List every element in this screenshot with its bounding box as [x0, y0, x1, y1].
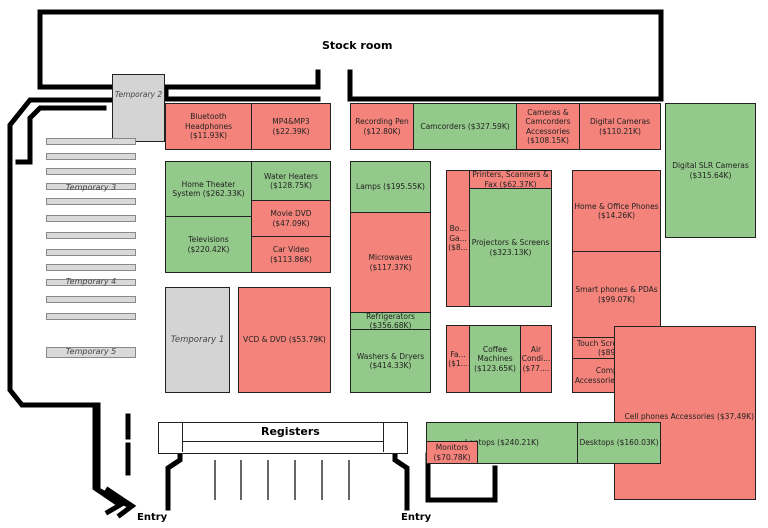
- section-water-heaters[interactable]: Water Heaters ($128.75K): [251, 161, 331, 201]
- section-fa[interactable]: Fa... ($1...: [446, 325, 470, 393]
- rack-5: [46, 198, 136, 205]
- section-digital-cameras[interactable]: Digital Cameras ($110.21K): [579, 103, 661, 150]
- section-smart-phones-pdas-label: Smart phones & PDAs ($99.07K): [575, 285, 658, 304]
- entry-left-edge: [104, 486, 137, 519]
- section-recording-pen-label: Recording Pen ($12.80K): [355, 117, 409, 136]
- registers-counter: [158, 422, 408, 454]
- entry-right-wall: [425, 452, 498, 503]
- section-projectors-screens-label: Projectors & Screens ($323.13K): [471, 238, 550, 257]
- section-home-office-phones-label: Home & Office Phones ($14.26K): [574, 201, 659, 220]
- registers-wall-right: [392, 452, 410, 511]
- section-printers-scanners-fax[interactable]: Printers, Scanners & Fax ($62.37K): [469, 170, 552, 189]
- section-air-conditioners-label: Air Condi... ($77....: [521, 344, 551, 373]
- registers-end-right: [383, 423, 407, 452]
- section-refrigerators-label: Refrigerators ($356.68K): [366, 312, 415, 330]
- outer-wall-left-inner: [15, 105, 107, 165]
- section-water-heaters-label: Water Heaters ($128.75K): [264, 171, 318, 190]
- section-bluetooth-headphones-label: Bluetooth Headphones ($11.93K): [185, 112, 232, 141]
- section-movie-dvd[interactable]: Movie DVD ($47.09K): [251, 200, 331, 237]
- temporary-1-label: Temporary 1: [170, 334, 225, 345]
- section-microwaves-label: Microwaves ($117.37K): [368, 253, 413, 272]
- temporary-2[interactable]: Temporary 2: [112, 74, 165, 142]
- section-bo-ga-label: Bo... Ga... ($8...: [448, 224, 468, 253]
- section-vcd-dvd-label: VCD & DVD ($53.79K): [243, 335, 326, 345]
- section-printers-scanners-fax-label: Printers, Scanners & Fax ($62.37K): [472, 170, 549, 189]
- section-televisions-label: Televisions ($220.42K): [187, 235, 230, 254]
- section-lamps-label: Lamps ($195.55K): [356, 182, 425, 192]
- registers-label: Registers: [261, 425, 320, 438]
- section-mp4-mp3-label: MP4&MP3 ($22.39K): [272, 117, 310, 136]
- registers-wall-left: [165, 452, 183, 511]
- section-home-office-phones[interactable]: Home & Office Phones ($14.26K): [572, 170, 661, 252]
- rack-3: [46, 168, 136, 175]
- section-monitors-label: Monitors ($70.78K): [433, 443, 471, 462]
- section-televisions[interactable]: Televisions ($220.42K): [165, 216, 252, 273]
- stock-room-label: Stock room: [322, 39, 393, 52]
- section-cell-phones-accessories[interactable]: Cell phones Accessories ($37.49K): [614, 326, 756, 500]
- rack-4: [46, 183, 136, 190]
- section-home-theater-system-label: Home Theater System ($262.33K): [172, 179, 245, 198]
- section-car-video-label: Car Video ($113.86K): [270, 245, 312, 264]
- section-lamps[interactable]: Lamps ($195.55K): [350, 161, 431, 213]
- section-vcd-dvd[interactable]: VCD & DVD ($53.79K): [238, 287, 331, 393]
- section-digital-slr-cameras-label: Digital SLR Cameras ($315.64K): [672, 161, 749, 180]
- section-refrigerators[interactable]: Refrigerators ($356.68K): [350, 312, 431, 330]
- section-smart-phones-pdas[interactable]: Smart phones & PDAs ($99.07K): [572, 251, 661, 338]
- section-mp4-mp3[interactable]: MP4&MP3 ($22.39K): [251, 103, 331, 150]
- section-camcorders-accessories-label: Cameras & Camcorders Accessories ($108.1…: [525, 107, 571, 145]
- temporary-3: Temporary 3: [65, 183, 117, 192]
- rack-8: [46, 249, 136, 256]
- section-projectors-screens[interactable]: Projectors & Screens ($323.13K): [469, 188, 552, 307]
- entry-right-label: Entry: [401, 512, 432, 523]
- section-microwaves[interactable]: Microwaves ($117.37K): [350, 212, 431, 313]
- rack-9: [46, 264, 136, 271]
- section-camcorders[interactable]: Camcorders ($327.59K): [413, 103, 517, 150]
- temporary-1[interactable]: Temporary 1: [165, 287, 230, 393]
- entry-left-label: Entry: [137, 512, 168, 523]
- section-cell-phones-accessories-label: Cell phones Accessories ($37.49K): [624, 412, 754, 421]
- section-coffee-machines[interactable]: Coffee Machines ($123.65K): [469, 325, 521, 393]
- registers-bar: [183, 441, 383, 453]
- rack-1: [46, 138, 136, 145]
- section-desktops-label: Desktops ($160.03K): [579, 438, 659, 448]
- section-car-video[interactable]: Car Video ($113.86K): [251, 236, 331, 273]
- section-camcorders-accessories[interactable]: Cameras & Camcorders Accessories ($108.1…: [516, 103, 580, 150]
- rack-2: [46, 153, 136, 160]
- section-camcorders-label: Camcorders ($327.59K): [420, 121, 510, 131]
- section-digital-cameras-label: Digital Cameras ($110.21K): [589, 117, 651, 136]
- section-movie-dvd-label: Movie DVD ($47.09K): [270, 209, 312, 228]
- section-bluetooth-headphones[interactable]: Bluetooth Headphones ($11.93K): [165, 103, 252, 150]
- rack-12: [46, 313, 136, 320]
- section-recording-pen[interactable]: Recording Pen ($12.80K): [350, 103, 414, 150]
- rack-6: [46, 215, 136, 222]
- section-washers-dryers-label: Washers & Dryers ($414.33K): [356, 351, 425, 370]
- section-washers-dryers[interactable]: Washers & Dryers ($414.33K): [350, 329, 431, 393]
- section-bo-ga[interactable]: Bo... Ga... ($8...: [446, 170, 470, 307]
- entry-left-wall: [95, 402, 132, 509]
- temporary-4: Temporary 4: [65, 277, 117, 286]
- rack-13: [46, 347, 136, 358]
- section-desktops[interactable]: Desktops ($160.03K): [577, 422, 661, 464]
- section-digital-slr-cameras[interactable]: Digital SLR Cameras ($315.64K): [665, 103, 756, 238]
- temporary-2-label: Temporary 2: [114, 90, 163, 99]
- registers-end-left: [159, 423, 183, 452]
- section-laptops-label: Laptops ($240.21K): [465, 438, 539, 448]
- stock-room-wall-right: [347, 69, 664, 102]
- section-monitors[interactable]: Monitors ($70.78K): [426, 441, 478, 464]
- section-coffee-machines-label: Coffee Machines ($123.65K): [474, 344, 516, 373]
- temporary-5: Temporary 5: [65, 347, 117, 356]
- section-fa-label: Fa... ($1...: [448, 349, 468, 368]
- rack-7: [46, 232, 136, 239]
- rack-11: [46, 296, 136, 303]
- rack-10: [46, 279, 136, 286]
- section-air-conditioners[interactable]: Air Condi... ($77....: [520, 325, 552, 393]
- section-home-theater-system[interactable]: Home Theater System ($262.33K): [165, 161, 252, 217]
- stock-room-wall-left: [37, 9, 664, 102]
